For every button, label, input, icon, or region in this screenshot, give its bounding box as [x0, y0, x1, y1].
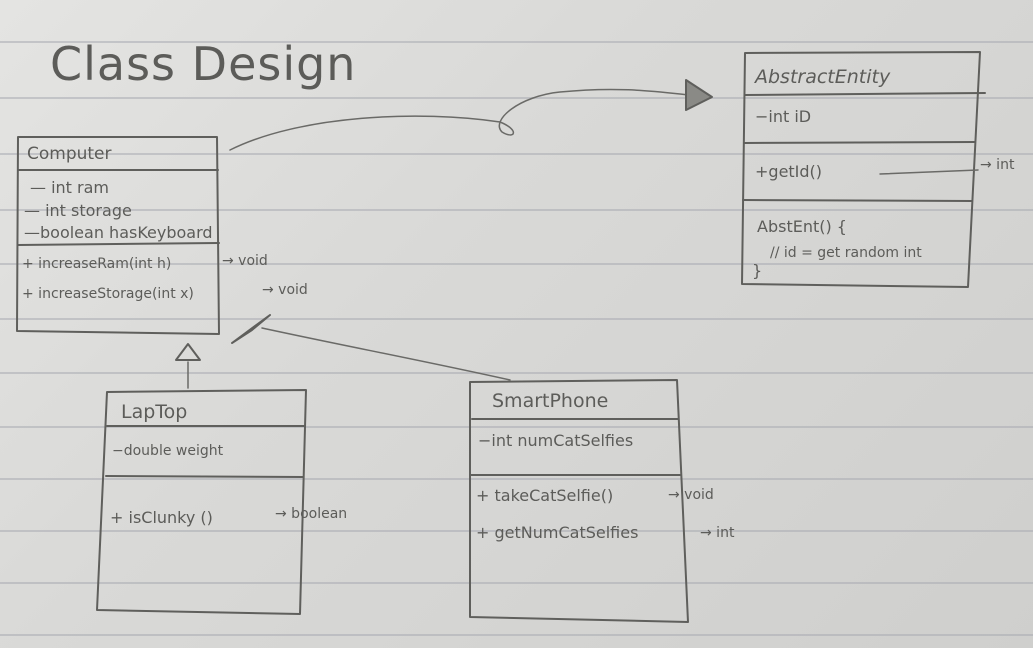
class-box [469, 379, 689, 623]
method-return-type: → int [700, 525, 735, 541]
constructor-comment: // id = get random int [770, 245, 922, 261]
class-divider [105, 475, 304, 478]
inheritance-arrowhead [231, 314, 271, 344]
class-attribute: — int storage [24, 201, 132, 220]
class-method: + getNumCatSelfies [476, 523, 638, 542]
inheritance-arrowhead [685, 79, 713, 111]
class-divider [742, 199, 973, 202]
class-divider [17, 242, 220, 246]
class-method: + isClunky () [110, 508, 213, 527]
method-return-type: → boolean [275, 506, 347, 522]
class-divider [743, 141, 976, 144]
class-name: Computer [27, 144, 112, 164]
constructor-close-brace: } [752, 261, 762, 280]
relationship-line [229, 88, 691, 151]
ruled-line [0, 530, 1033, 532]
ruled-line [0, 582, 1033, 584]
constructor-signature: AbstEnt() { [757, 217, 847, 236]
class-attribute: −int iD [755, 107, 811, 126]
ruled-line [0, 97, 1033, 99]
return-connector [879, 169, 979, 175]
inheritance-arrowhead [175, 343, 201, 361]
class-method: + takeCatSelfie() [476, 486, 613, 505]
ruled-line [0, 372, 1033, 374]
relationship-line [261, 327, 511, 381]
class-laptop: LapTop −double weight + isClunky () → bo… [96, 389, 347, 615]
class-attribute: — int ram [30, 178, 109, 197]
inheritance-laptop-to-computer [175, 343, 201, 389]
diagram-title: Class Design [50, 37, 356, 91]
class-smartphone: SmartPhone −int numCatSelfies + takeCatS… [469, 379, 735, 623]
class-box [741, 51, 981, 288]
inheritance-smartphone-to-computer [231, 314, 511, 381]
inheritance-computer-to-abstractentity [229, 79, 713, 151]
method-return-type: → void [262, 282, 308, 298]
class-name: AbstractEntity [753, 66, 891, 88]
class-box [16, 136, 220, 335]
class-box [96, 389, 307, 615]
method-return-type: → void [668, 487, 714, 503]
ruled-line [0, 209, 1033, 211]
class-abstract-entity: AbstractEntity −int iD +getId() → int Ab… [741, 51, 1015, 288]
class-attribute: —boolean hasKeyboard [24, 223, 213, 242]
method-return-type: → int [980, 157, 1015, 173]
class-name: SmartPhone [492, 390, 608, 412]
class-attribute: −int numCatSelfies [478, 431, 633, 450]
ruled-line [0, 41, 1033, 43]
ruled-line [0, 426, 1033, 428]
class-method: +getId() [755, 162, 822, 181]
class-divider [744, 92, 986, 96]
class-method: + increaseStorage(int x) [22, 286, 194, 302]
class-attribute: −double weight [112, 443, 224, 459]
ruled-line [0, 634, 1033, 636]
method-return-type: → void [222, 253, 268, 269]
ruled-line [0, 318, 1033, 320]
ruled-line [0, 263, 1033, 265]
class-computer: Computer — int ram — int storage —boolea… [16, 136, 308, 335]
ruled-line [0, 153, 1033, 155]
class-method: + increaseRam(int h) [22, 256, 171, 272]
ruled-line [0, 478, 1033, 480]
class-name: LapTop [121, 401, 187, 423]
